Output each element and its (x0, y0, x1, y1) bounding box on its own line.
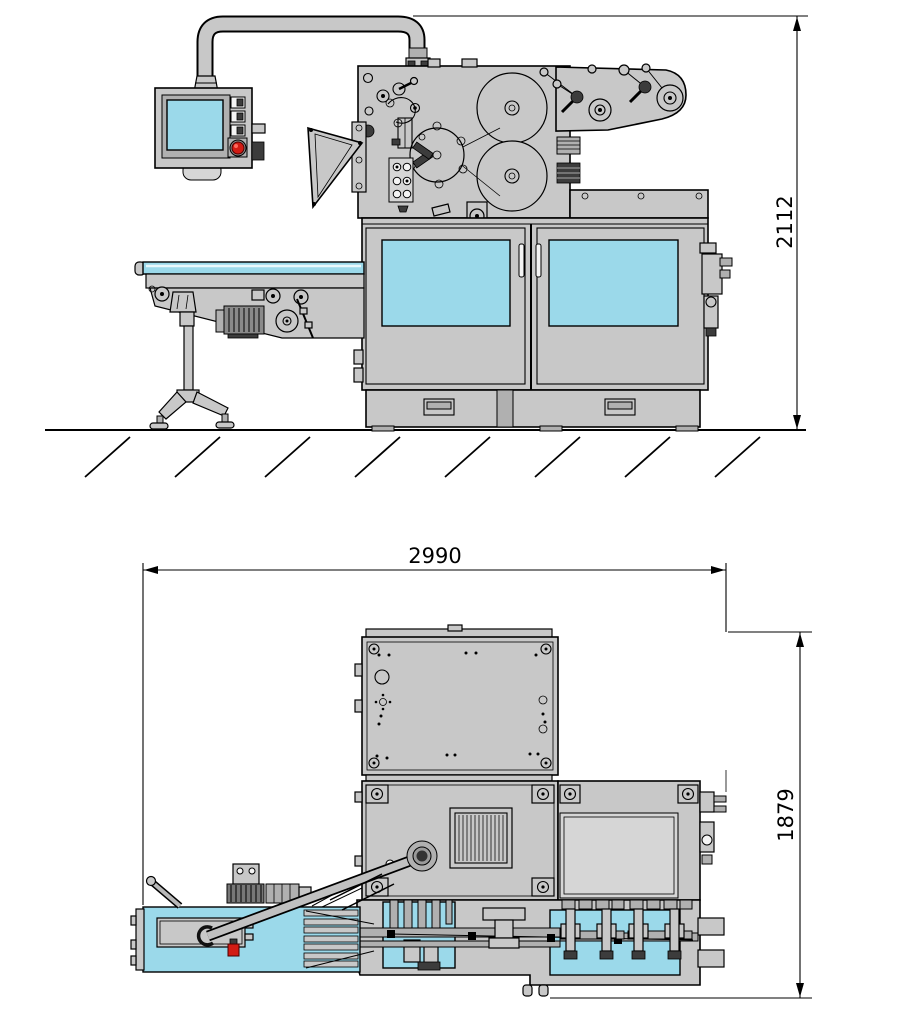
machine-body-plan (354, 780, 559, 901)
pendant-coupler (408, 47, 428, 59)
pneumatic-unit-side (699, 242, 733, 337)
guard-door-left (365, 227, 526, 385)
discharge-arm (555, 66, 687, 132)
door-handle-right (535, 243, 542, 278)
discharge-block-lower (697, 949, 725, 968)
film-reel-upper (476, 72, 548, 144)
sealing-station-1 (559, 899, 625, 960)
discharge-module-plan (557, 770, 727, 901)
pneumatic-assembly-plan (699, 770, 727, 865)
dimension-overall-depth: 1879 (550, 631, 812, 999)
louver-vent (449, 807, 513, 869)
machine-cabinet (353, 189, 733, 432)
plan-view: 2990 1879 (130, 544, 812, 999)
cover-dots (375, 651, 547, 760)
crank-arm (196, 840, 438, 947)
conveyor-motor-plan (226, 863, 312, 904)
arrow-up-icon (796, 633, 804, 647)
wrapping-head (307, 58, 687, 224)
door-window-right (548, 239, 679, 327)
ground-hatching-icon (84, 436, 761, 478)
hmi-screen (166, 99, 224, 151)
discharge-pulleys (539, 63, 684, 122)
drawer-handle-right (604, 398, 636, 416)
chain-tensioners (556, 136, 581, 184)
conveyor-belt (142, 261, 365, 275)
hmi-side-connector (251, 123, 266, 134)
discharge-block-upper (697, 917, 725, 936)
dimension-height-label: 2112 (773, 195, 797, 248)
door-handle-left (518, 243, 525, 278)
conveyor-strut (145, 875, 183, 909)
ground-line (45, 429, 806, 478)
conveyor-motor-side (215, 305, 265, 339)
infeed-hopper-guard (307, 121, 367, 210)
sensor-flag (431, 203, 451, 217)
sealing-station-2 (627, 899, 693, 960)
arrow-down-icon (793, 415, 801, 429)
hmi-bracket (251, 141, 265, 161)
cover-screws (368, 643, 552, 769)
side-elevation-view: 2112 (45, 15, 808, 478)
head-button-panel (388, 157, 414, 213)
cutting-wheel (408, 121, 468, 189)
cover-hole (374, 669, 390, 685)
hmi-panel (154, 87, 266, 181)
door-window-left (381, 239, 511, 327)
arrow-right-icon (711, 566, 725, 574)
working-deck-plan (356, 899, 725, 997)
dimension-length-label: 2990 (408, 544, 461, 568)
cabinet-plinth (365, 389, 701, 432)
red-knob (227, 943, 240, 957)
arrow-up-icon (793, 17, 801, 31)
arrow-down-icon (796, 983, 804, 997)
arrow-left-icon (144, 566, 158, 574)
dimension-overall-length: 2990 (142, 544, 727, 905)
conveyor-leg (149, 291, 235, 430)
center-support (482, 907, 526, 949)
dimension-depth-label: 1879 (774, 788, 798, 841)
infeed-conveyor-side (134, 261, 365, 430)
top-cover-panel (354, 624, 559, 782)
recessed-panel (559, 812, 679, 899)
conveyor-slats (303, 909, 375, 969)
drawer-handle-left (423, 398, 455, 416)
emergency-stop-button-icon (227, 137, 248, 158)
film-reel-lower (476, 140, 548, 212)
dimension-overall-height: 2112 (413, 15, 808, 430)
